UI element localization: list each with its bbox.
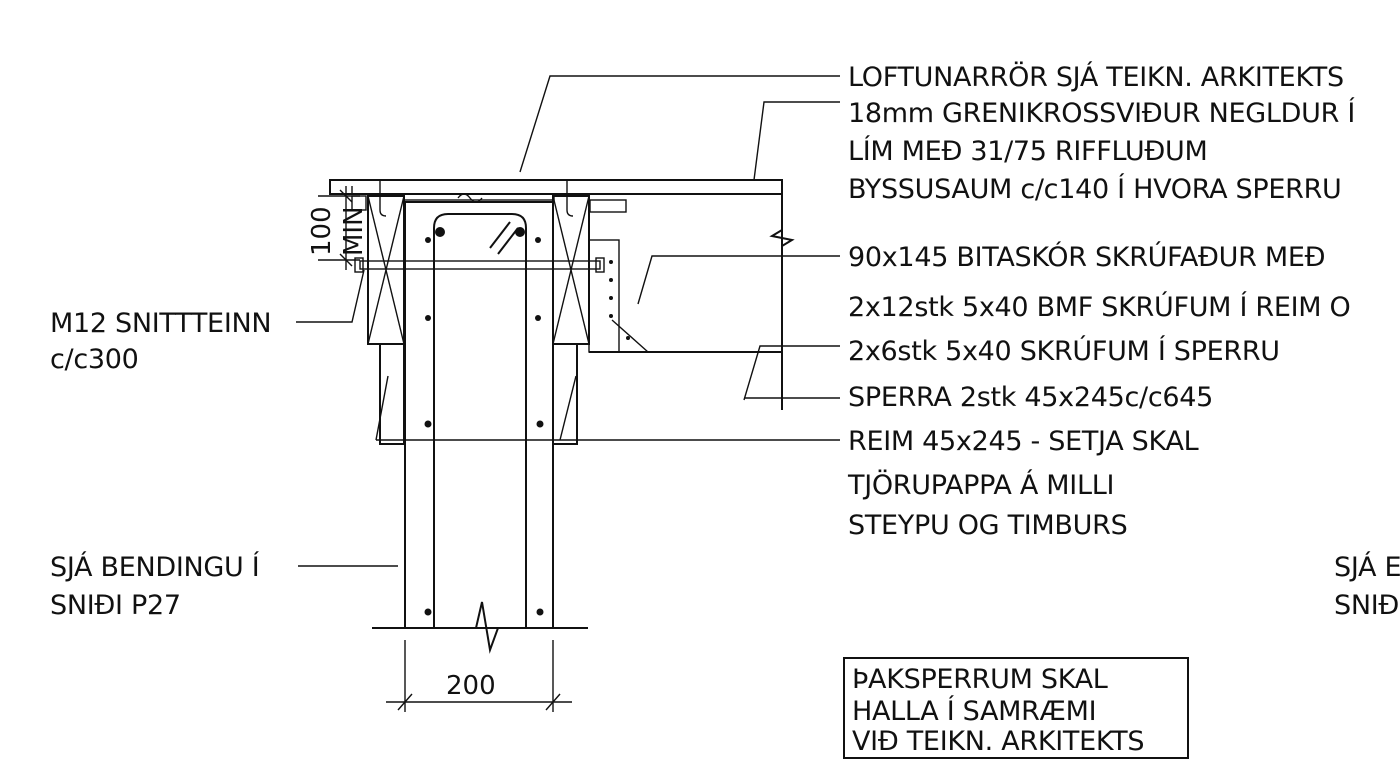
left-timber-plate	[367, 180, 405, 445]
min-height-unit: MIN	[339, 206, 369, 256]
label-rod-2: c/c300	[50, 344, 139, 375]
joist-hanger	[588, 239, 650, 353]
dimension-200: 200	[386, 640, 572, 712]
label-rod-1: M12 SNITTTEINN	[50, 308, 271, 339]
label-vent-pipe: LOFTUNARRÖR SJÁ TEIKN. ARKITEKTS	[848, 61, 1344, 93]
annotations-left: M12 SNITTTEINN c/c300 SJÁ BENDINGU Í SNI…	[50, 308, 272, 621]
label-hanger-2: 2x12stk 5x40 BMF SKRÚFUM Í REIM O	[848, 291, 1351, 323]
leader-lines	[296, 75, 840, 567]
dimension-100-min: 100 MIN	[307, 186, 369, 270]
label-rebar-1: SJÁ BENDINGU Í	[50, 551, 260, 583]
label-plate-1: REIM 45x245 - SETJA SKAL	[848, 426, 1199, 457]
label-plywood-1: 18mm GRENIKROSSVIÐUR NEGLDUR Í	[848, 97, 1355, 129]
wall-width-value: 200	[446, 671, 496, 701]
note-line-3: VIÐ TEIKN. ARKITEKTS	[852, 726, 1144, 757]
rebar	[424, 213, 544, 628]
right-timber-plate	[552, 180, 590, 445]
note-line-2: HALLA Í SAMRÆMI	[852, 695, 1096, 727]
label-rebar-2: SNIÐI P27	[50, 590, 181, 621]
note-box: ÞAKSPERRUM SKAL HALLA Í SAMRÆMI VIÐ TEIK…	[843, 657, 1189, 759]
label-plywood-2: LÍM MEÐ 31/75 RIFFLUÐUM	[848, 135, 1207, 167]
note-line-1: ÞAKSPERRUM SKAL	[852, 664, 1108, 695]
label-plate-2: TJÖRUPAPPA Á MILLI	[847, 469, 1114, 501]
label-rafter: SPERRA 2stk 45x245c/c645	[848, 382, 1213, 413]
label-plate-3: STEYPU OG TIMBURS	[848, 510, 1127, 541]
threaded-rod	[354, 257, 605, 273]
label-right-2: SNIÐ	[1334, 590, 1399, 621]
label-right-1: SJÁ E	[1334, 551, 1400, 583]
label-plywood-3: BYSSUSAUM c/c140 Í HVORA SPERRU	[848, 173, 1342, 205]
label-hanger-1: 90x145 BITASKÓR SKRÚFAÐUR MEÐ	[848, 241, 1325, 273]
annotations-right: LOFTUNARRÖR SJÁ TEIKN. ARKITEKTS 18mm GR…	[847, 61, 1400, 621]
min-height-value: 100	[307, 206, 337, 256]
label-hanger-3: 2x6stk 5x40 SKRÚFUM Í SPERRU	[848, 335, 1280, 367]
